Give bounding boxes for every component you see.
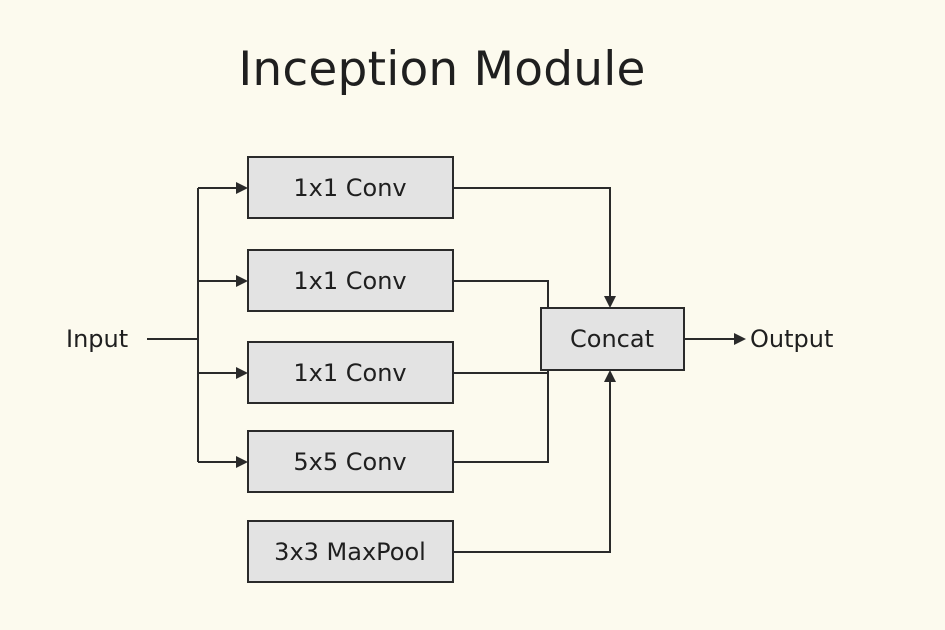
concat-label: Concat xyxy=(570,325,654,353)
branch-label-3: 1x1 Conv xyxy=(293,359,406,387)
branch-node-4: 5x5 Conv xyxy=(247,430,454,493)
edge-branch-2-to-concat xyxy=(453,280,549,309)
branch-label-1: 1x1 Conv xyxy=(293,174,406,202)
branch-node-1: 1x1 Conv xyxy=(247,156,454,219)
input-label: Input xyxy=(66,325,128,353)
edge-branch-4-to-concat xyxy=(453,370,549,463)
branch-node-2: 1x1 Conv xyxy=(247,249,454,312)
branch-node-3: 1x1 Conv xyxy=(247,341,454,404)
branch-node-5: 3x3 MaxPool xyxy=(247,520,454,583)
branch-label-4: 5x5 Conv xyxy=(293,448,406,476)
diagram-title: Inception Module xyxy=(238,42,646,97)
branch-label-2: 1x1 Conv xyxy=(293,267,406,295)
branch-label-5: 3x3 MaxPool xyxy=(274,538,426,566)
output-label: Output xyxy=(750,325,833,353)
edge-branch-5-to-concat xyxy=(453,370,616,553)
concat-node: Concat xyxy=(540,307,685,371)
edge-branch-1-to-concat xyxy=(453,187,616,308)
